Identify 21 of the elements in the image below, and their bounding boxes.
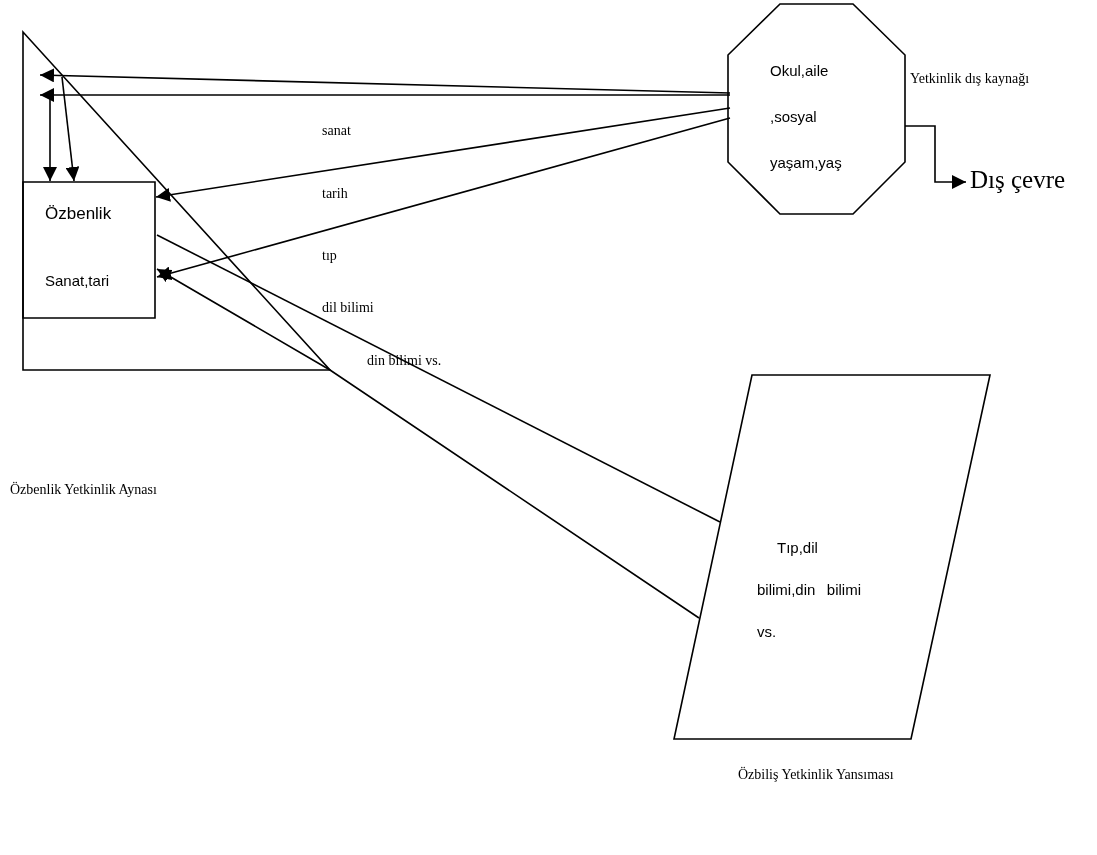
environment-label: Dış çevre — [970, 166, 1066, 194]
arrow — [904, 125, 967, 189]
source-label: Yetkinlik dış kaynağı — [910, 71, 1030, 87]
octagon-text: Okul,aile ,sosyal yaşam,yaş — [770, 61, 843, 173]
arrow — [43, 96, 57, 182]
subject-label: dil bilimi — [322, 300, 374, 316]
arrow — [61, 76, 80, 182]
subject-label: sanat — [322, 123, 351, 139]
arrow — [39, 88, 731, 102]
arrow — [156, 117, 731, 280]
subject-label: tarih — [322, 186, 348, 202]
arrow — [155, 107, 731, 202]
box-text: Sanat,tari — [45, 272, 110, 289]
parallelogram-text: Tıp,dil bilimi,din bilimi vs. — [757, 538, 861, 642]
connector-line — [156, 234, 721, 523]
mirror-caption: Özbenlik Yetkinlik Aynası — [10, 482, 157, 498]
arrow — [156, 268, 700, 619]
subject-label: tıp — [322, 248, 337, 264]
arrow — [39, 68, 731, 94]
box-heading: Özbenlik — [45, 204, 112, 224]
reflection-caption: Özbiliş Yetkinlik Yansıması — [738, 767, 894, 783]
